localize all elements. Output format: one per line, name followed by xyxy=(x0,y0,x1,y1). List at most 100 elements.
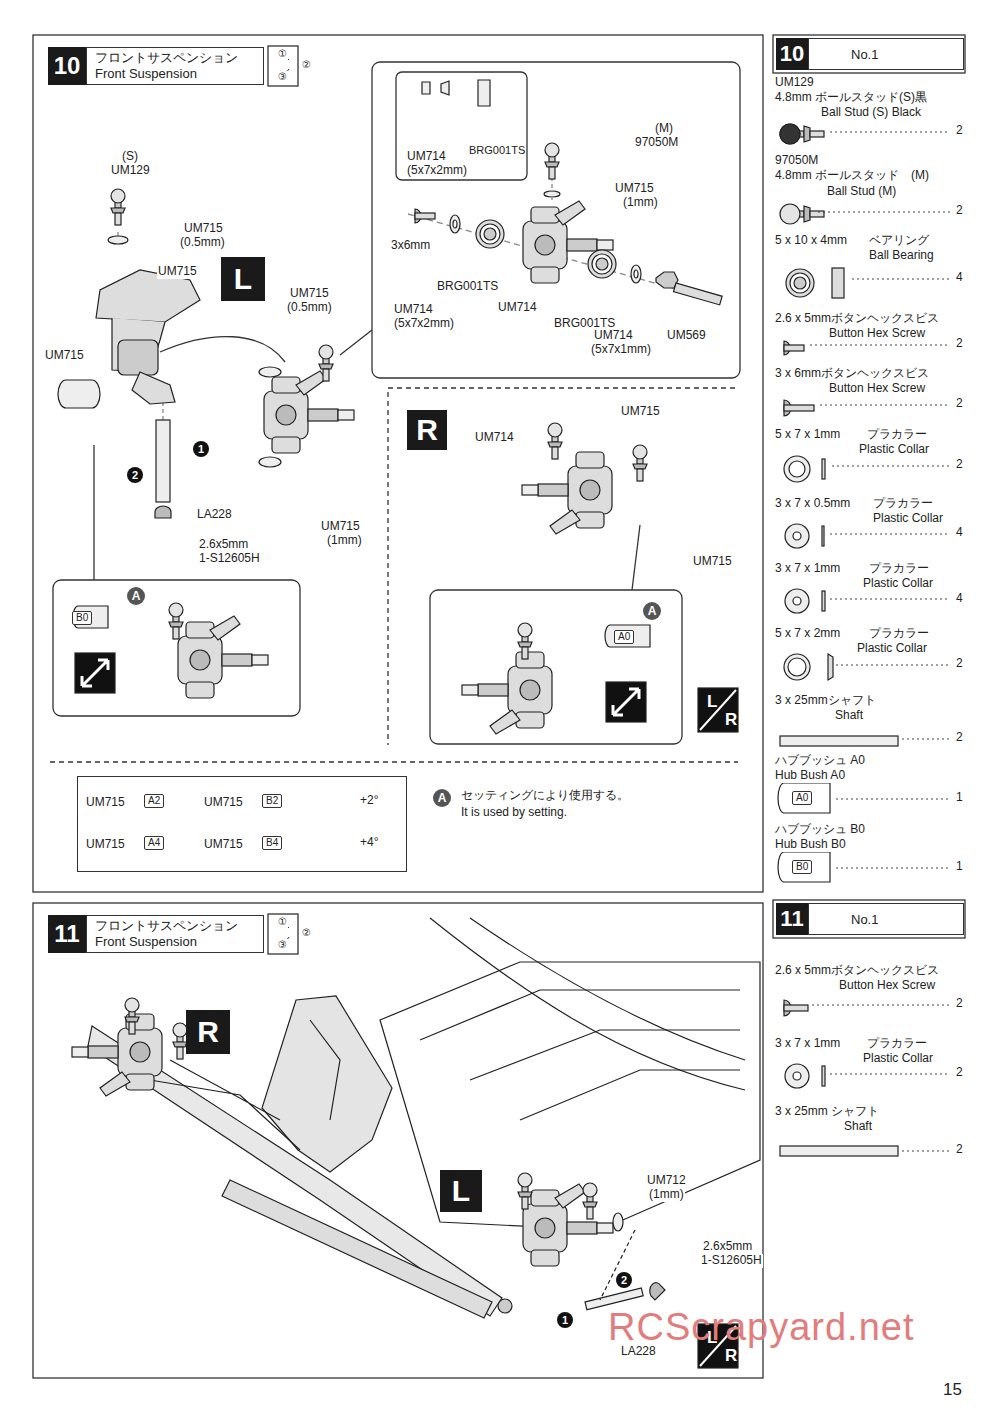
part-label: 2 xyxy=(955,337,964,351)
step-heading: フロントサスペンションFront Suspension xyxy=(86,915,264,953)
part-label: UM715 xyxy=(44,349,85,363)
side-mark: L xyxy=(706,692,718,712)
part-label: UM714 xyxy=(497,301,538,315)
part-label: (5x7x2mm) xyxy=(406,164,468,178)
bush-code: B4 xyxy=(262,836,282,850)
part-label: (M) xyxy=(654,122,674,136)
part-label: 2.6 x 5mmボタンヘックスビス xyxy=(774,964,940,978)
part-label: Ball Stud (S) Black xyxy=(820,106,922,120)
part-label: 3 x 7 x 1mm xyxy=(774,562,841,576)
part-label: プラカラー xyxy=(868,562,930,576)
part-label: UM714 xyxy=(406,150,447,164)
part-label: ハブブッシュ B0 xyxy=(774,823,866,837)
part-label: 5 x 7 x 1mm xyxy=(774,428,841,442)
part-label: UM715 xyxy=(289,287,330,301)
part-label: ベアリング xyxy=(868,234,930,248)
part-label: UM715 xyxy=(157,265,198,279)
part-label: 2 xyxy=(955,124,964,138)
part-label: 4.8mm ボールスタッド(S)黒 xyxy=(774,91,928,105)
part-label: 2 xyxy=(955,397,964,411)
part-label: ハブブッシュ A0 xyxy=(774,754,866,768)
part-label: ① xyxy=(277,48,288,60)
part-label: 3x6mm xyxy=(390,239,431,253)
setting-mark: A xyxy=(643,602,661,620)
side-badge: R xyxy=(407,410,447,450)
part-label: 5 x 7 x 2mm xyxy=(774,627,841,641)
part-label: Hub Bush B0 xyxy=(774,838,847,852)
part-label: 1-S12605H xyxy=(198,552,261,566)
part-label: 2.6x5mm xyxy=(198,538,249,552)
part-label: 97050M xyxy=(774,154,819,168)
side-badge: L xyxy=(440,1170,482,1212)
part-label: UM715 xyxy=(614,182,655,196)
part-label: 3 x 7 x 0.5mm xyxy=(774,497,851,511)
part-label: UM714 xyxy=(393,303,434,317)
node-text: L xyxy=(234,262,252,296)
node-text: フロントサスペンション xyxy=(95,50,263,66)
part-label: (S) xyxy=(121,150,139,164)
part-label: 2 xyxy=(955,731,964,745)
part-label: 2.6 x 5mmボタンヘックスビス xyxy=(774,312,940,326)
node-text: 10 xyxy=(54,52,81,80)
bush-code: A0 xyxy=(614,630,634,644)
callout-number: 2 xyxy=(127,467,143,483)
part-label: 2 xyxy=(955,458,964,472)
bush-code: A4 xyxy=(144,836,164,850)
part-label: Ball Bearing xyxy=(868,249,935,263)
bush-code: B2 xyxy=(262,794,282,808)
setting-mark: A xyxy=(127,587,145,605)
step-heading: フロントサスペンションFront Suspension xyxy=(86,47,264,85)
part-label: (0.5mm) xyxy=(179,236,226,250)
node-text: +4° xyxy=(360,835,378,849)
part-label: 3 x 25mm シャフト xyxy=(774,1105,880,1119)
part-label: BRG001TS xyxy=(468,144,526,157)
part-label: 2 xyxy=(955,1143,964,1157)
bush-code: A0 xyxy=(792,791,812,805)
part-label: 15 xyxy=(942,1380,963,1400)
node-text: No.1 xyxy=(851,912,963,927)
node-text: R xyxy=(416,413,438,447)
part-label: Plastic Collar xyxy=(862,1052,934,1066)
node-text: R xyxy=(197,1015,219,1049)
part-label: ② xyxy=(301,927,312,939)
part-label: UM714 xyxy=(474,431,515,445)
node-text: +2° xyxy=(360,793,378,807)
part-label: Plastic Collar xyxy=(862,577,934,591)
part-label: (5x7x2mm) xyxy=(393,317,455,331)
part-label: (5x7x1mm) xyxy=(590,343,652,357)
side-badge: L xyxy=(221,257,265,301)
part-label: Shaft xyxy=(843,1120,873,1134)
part-label: LA228 xyxy=(196,508,233,522)
part-label: 2 xyxy=(955,657,964,671)
part-label: 4 xyxy=(955,526,964,540)
callout-number: 1 xyxy=(193,441,209,457)
parts-bag-box: No.1 xyxy=(808,38,964,70)
node-text: L xyxy=(452,1174,470,1208)
part-label: (1mm) xyxy=(648,1188,685,1202)
part-label: Plastic Collar xyxy=(858,443,930,457)
node-text: UM715 xyxy=(86,795,125,809)
part-label: UM715 xyxy=(183,222,224,236)
part-label: 2 xyxy=(955,997,964,1011)
node-text: Front Suspension xyxy=(95,66,263,82)
part-label: 2 xyxy=(955,204,964,218)
part-label: プラカラー xyxy=(872,497,934,511)
part-label: 3 x 7 x 1mm xyxy=(774,1037,841,1051)
part-label: BRG001TS xyxy=(436,280,499,294)
part-label: UM712 xyxy=(646,1174,687,1188)
part-label: プラカラー xyxy=(866,428,928,442)
part-label: ③ xyxy=(277,71,288,83)
part-label: UM715 xyxy=(692,555,733,569)
part-label: Plastic Collar xyxy=(872,512,944,526)
setting-table: UM715A2UM715B2+2°UM715A4UM715B4+4° xyxy=(77,776,407,872)
part-label: 4 xyxy=(955,592,964,606)
part-label: UM129 xyxy=(774,76,815,90)
part-label: Shaft xyxy=(834,709,864,723)
part-label: Plastic Collar xyxy=(856,642,928,656)
bush-code: A2 xyxy=(144,794,164,808)
bush-code: B0 xyxy=(792,860,812,874)
parts-bag-box: No.1 xyxy=(808,903,964,935)
part-label: Button Hex Screw xyxy=(828,382,926,396)
part-label: UM714 xyxy=(593,329,634,343)
node-text: No.1 xyxy=(851,47,963,62)
